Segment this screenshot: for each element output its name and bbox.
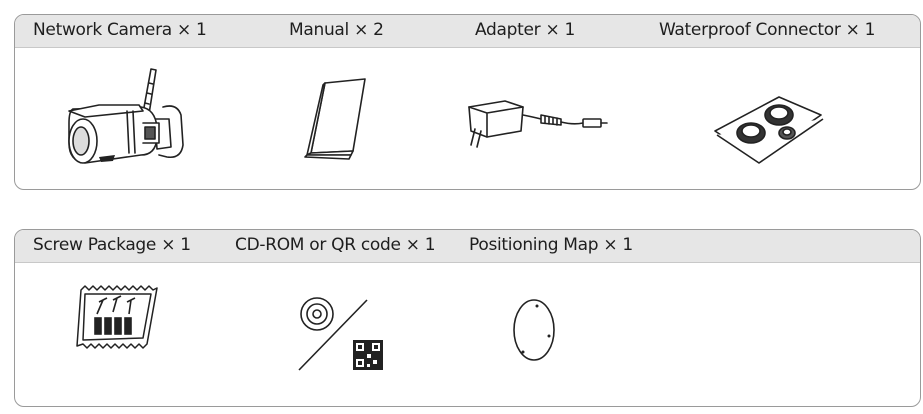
screw-package-icon [76,285,158,349]
manual-booklet-icon [304,78,366,160]
item-label-network-camera: Network Camera × 1 [33,20,207,40]
item-label-screw-package: Screw Package × 1 [33,235,191,255]
power-adapter-icon [468,100,608,148]
accessory-panel-2: Screw Package × 1 CD-ROM or QR code × 1 … [14,229,921,407]
item-label-waterproof-connector: Waterproof Connector × 1 [659,20,876,40]
panel-1-header [15,15,920,48]
item-label-positioning-map: Positioning Map × 1 [469,235,633,255]
positioning-map-icon [513,299,555,361]
item-label-manual: Manual × 2 [289,20,384,40]
accessory-panel-1: Network Camera × 1 Manual × 2 Adapter × … [14,14,921,190]
panel-2-header [15,230,920,263]
item-label-adapter: Adapter × 1 [475,20,576,40]
cd-or-qr-code-icon [298,297,383,371]
waterproof-connector-icon [714,96,824,164]
network-camera-icon [68,68,184,164]
item-label-cd-rom-or-qr: CD-ROM or QR code × 1 [235,235,436,255]
